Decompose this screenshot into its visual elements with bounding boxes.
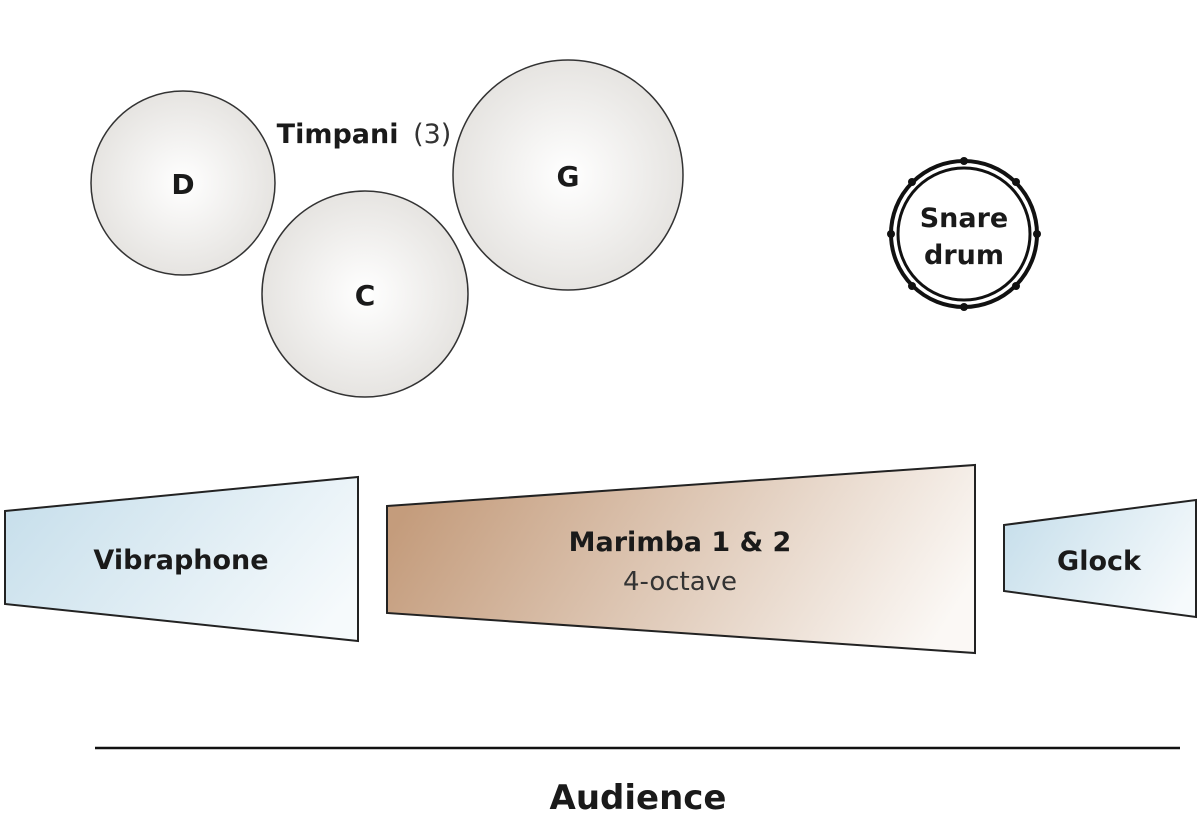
snare-label-line1: Snare — [920, 203, 1009, 234]
timpani-drum-c: C — [261, 190, 469, 398]
timpani-pitch-g: G — [557, 160, 580, 193]
snare-label-line2: drum — [924, 240, 1004, 271]
timpani-drum-d: D — [90, 90, 276, 276]
audience-area: Audience — [95, 746, 1180, 818]
timpani-drum-g: G — [452, 59, 684, 291]
timpani-label: Timpani (3) — [277, 119, 452, 150]
timpani-pitch-d: D — [171, 168, 194, 201]
audience-label: Audience — [550, 778, 727, 818]
timpani-label-count: (3) — [413, 119, 451, 150]
timpani-group: D C G Timpani (3) — [90, 59, 684, 398]
timpani-pitch-c: C — [355, 279, 376, 312]
glock-label: Glock — [1057, 546, 1142, 577]
timpani-label-main: Timpani — [277, 119, 399, 150]
marimba: Marimba 1 & 2 4-octave — [386, 463, 976, 655]
glock: Glock — [1003, 498, 1197, 619]
vibraphone-label: Vibraphone — [93, 545, 268, 576]
vibraphone: Vibraphone — [4, 475, 359, 643]
snare-lugs — [887, 157, 1041, 311]
marimba-label: Marimba 1 & 2 — [569, 527, 792, 558]
snare-drum: Snare drum — [887, 157, 1041, 311]
marimba-sublabel: 4-octave — [623, 567, 737, 597]
